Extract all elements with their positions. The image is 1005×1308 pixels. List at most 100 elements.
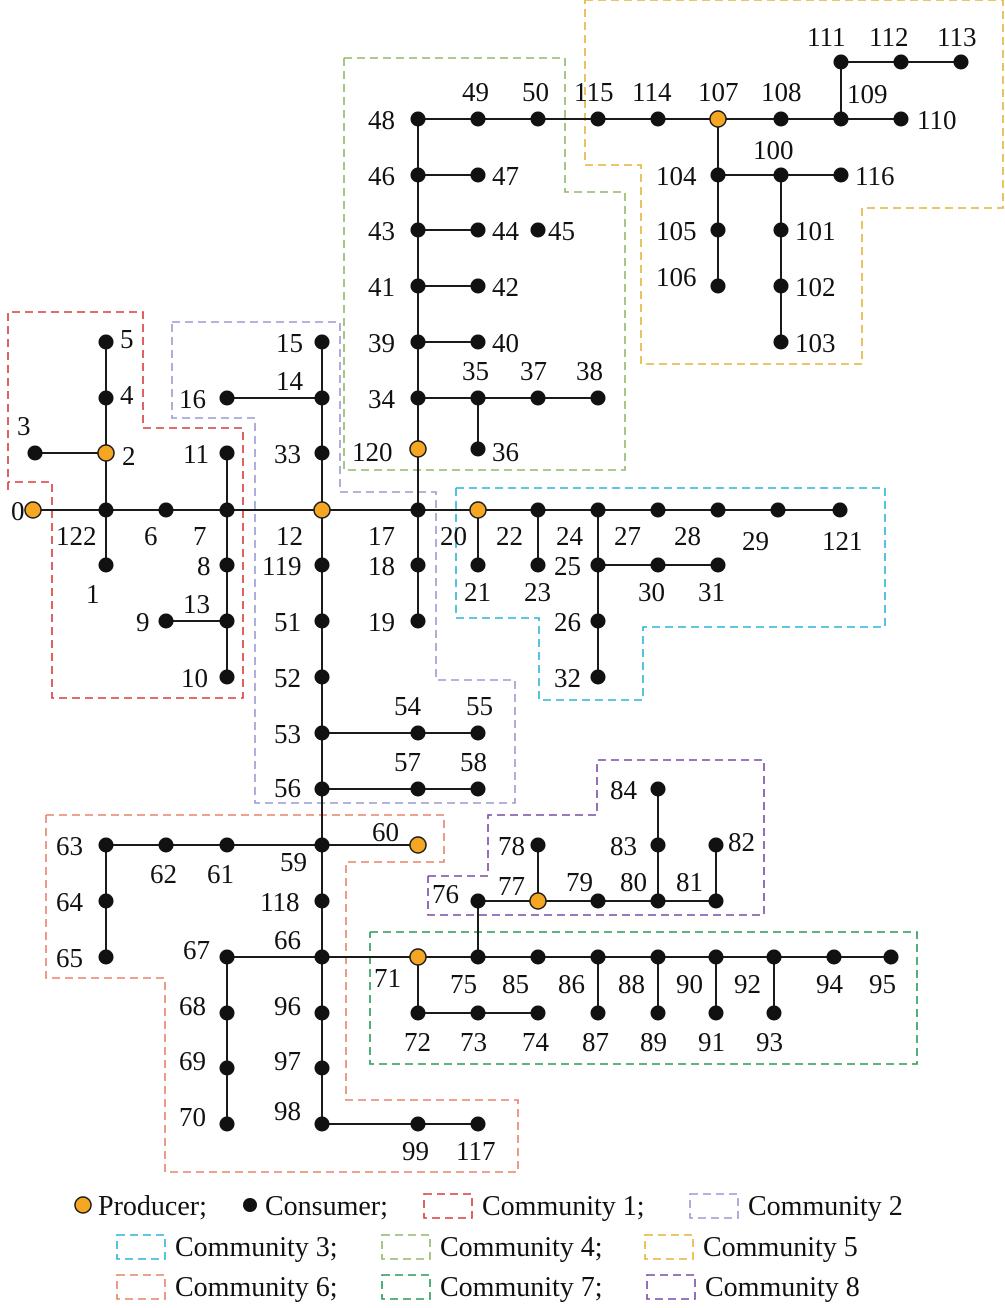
node-label-21: 21 — [464, 577, 491, 607]
nodes — [24, 54, 969, 1132]
node-93-consumer — [766, 1005, 782, 1021]
node-label-73: 73 — [460, 1027, 487, 1057]
node-78-consumer — [530, 837, 546, 853]
node-17-consumer — [410, 502, 426, 518]
node-32-consumer — [590, 669, 606, 685]
node-label-72: 72 — [404, 1027, 431, 1057]
node-47-consumer — [470, 167, 486, 183]
node-51-consumer — [314, 613, 330, 629]
node-3-consumer — [27, 445, 43, 461]
legend-community-6-swatch — [116, 1274, 166, 1300]
node-21-consumer — [470, 557, 486, 573]
node-label-104: 104 — [656, 161, 697, 191]
node-1-consumer — [98, 557, 114, 573]
node-label-6: 6 — [144, 521, 158, 551]
node-label-36: 36 — [492, 437, 519, 467]
node-label-0: 0 — [11, 496, 25, 526]
legend-community-3: Community 3; — [116, 1232, 338, 1263]
node-label-102: 102 — [795, 272, 836, 302]
node-101-consumer — [773, 222, 789, 238]
legend-community-8: Community 8 — [646, 1272, 860, 1303]
node-label-54: 54 — [394, 691, 422, 721]
node-92-consumer — [766, 949, 782, 965]
node-label-91: 91 — [698, 1027, 725, 1057]
node-label-15: 15 — [276, 328, 303, 358]
node-106-consumer — [710, 278, 726, 294]
node-label-31: 31 — [698, 577, 725, 607]
node-30-consumer — [650, 557, 666, 573]
node-label-98: 98 — [274, 1096, 301, 1126]
node-label-76: 76 — [432, 879, 459, 909]
node-label-82: 82 — [728, 827, 755, 857]
node-119-consumer — [314, 557, 330, 573]
node-label-50: 50 — [522, 77, 549, 107]
node-86-consumer — [590, 949, 606, 965]
node-81-consumer — [708, 893, 724, 909]
node-label-87: 87 — [582, 1027, 609, 1057]
node-96-consumer — [314, 1005, 330, 1021]
node-64-consumer — [98, 893, 114, 909]
node-66-consumer — [314, 949, 330, 965]
legend-community-7: Community 7; — [381, 1272, 603, 1303]
node-57-consumer — [410, 781, 426, 797]
legend: Producer; Consumer; Community 1; Communi… — [74, 1191, 903, 1303]
node-41-consumer — [410, 278, 426, 294]
node-label-48: 48 — [368, 105, 395, 135]
node-49-consumer — [470, 111, 486, 127]
node-44-consumer — [470, 222, 486, 238]
edges — [33, 61, 961, 1125]
node-label-47: 47 — [492, 161, 519, 191]
node-label-65: 65 — [56, 943, 83, 973]
node-29-consumer — [770, 502, 786, 518]
node-label-8: 8 — [197, 551, 211, 581]
node-19-consumer — [410, 613, 426, 629]
node-label-92: 92 — [734, 969, 761, 999]
node-label-79: 79 — [566, 867, 593, 897]
node-74-consumer — [530, 1005, 546, 1021]
node-label-5: 5 — [120, 324, 134, 354]
node-label-122: 122 — [56, 521, 97, 551]
legend-community-1: Community 1; — [423, 1191, 645, 1222]
legend-community-1-swatch — [423, 1193, 473, 1219]
node-label-51: 51 — [274, 607, 301, 637]
node-label-67: 67 — [183, 935, 210, 965]
node-73-consumer — [470, 1005, 486, 1021]
node-36-consumer — [470, 441, 486, 457]
node-label-115: 115 — [574, 77, 614, 107]
node-60-producer — [409, 836, 427, 854]
legend-community-6-label: Community 6; — [175, 1272, 338, 1303]
node-label-14: 14 — [276, 366, 304, 396]
node-label-41: 41 — [368, 272, 395, 302]
node-label-83: 83 — [610, 831, 637, 861]
node-label-42: 42 — [492, 272, 519, 302]
node-113-consumer — [953, 54, 969, 70]
node-label-63: 63 — [56, 831, 83, 861]
node-0-producer — [24, 501, 42, 519]
node-79-consumer — [590, 893, 606, 909]
node-label-27: 27 — [614, 521, 641, 551]
node-63-consumer — [98, 837, 114, 853]
node-59-consumer — [314, 837, 330, 853]
node-116-consumer — [833, 167, 849, 183]
node-48-consumer — [410, 111, 426, 127]
legend-community-4-swatch — [381, 1234, 431, 1260]
node-label-52: 52 — [274, 663, 301, 693]
node-40-consumer — [470, 334, 486, 350]
node-56-consumer — [314, 781, 330, 797]
community-4-region — [343, 57, 626, 471]
node-75-consumer — [470, 949, 486, 965]
node-label-1: 1 — [86, 579, 100, 609]
node-110-consumer — [893, 111, 909, 127]
node-label-69: 69 — [179, 1046, 206, 1076]
node-label-24: 24 — [556, 521, 584, 551]
node-45-consumer — [530, 222, 546, 238]
node-label-40: 40 — [492, 328, 519, 358]
node-76-consumer — [470, 893, 486, 909]
node-label-23: 23 — [524, 577, 551, 607]
node-121-consumer — [832, 502, 848, 518]
legend-community-5-swatch — [644, 1234, 694, 1260]
node-label-95: 95 — [869, 969, 896, 999]
node-label-55: 55 — [466, 691, 493, 721]
node-label-28: 28 — [674, 521, 701, 551]
